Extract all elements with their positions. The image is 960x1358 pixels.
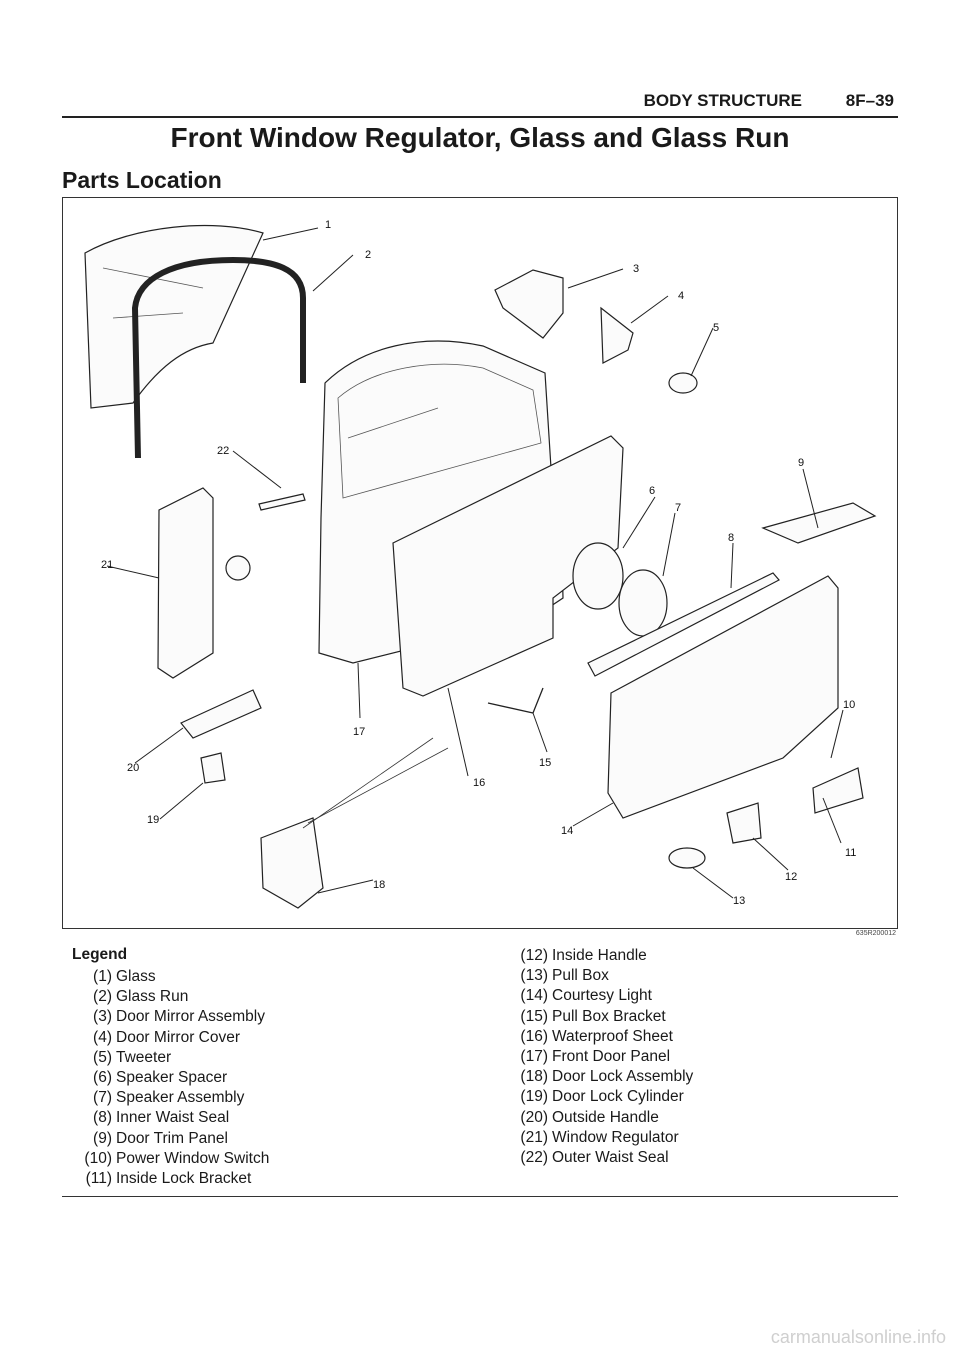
legend-item: (14)Courtesy Light	[520, 987, 652, 1005]
legend-item: (12)Inside Handle	[520, 947, 647, 964]
legend-left-column: (1)Glass (2)Glass Run (3)Door Mirror Ass…	[62, 967, 270, 1189]
diagram-canvas: 1 2 3 4 5 6 7 8 9 10 11 12 13 14 15 16 1…	[84, 219, 877, 909]
callout-9: 9	[798, 457, 804, 469]
callout-20: 20	[127, 762, 139, 774]
legend-item: (15)Pull Box Bracket	[520, 1007, 666, 1025]
page-number: 8F–39	[845, 91, 894, 110]
window-regulator-part	[157, 487, 214, 679]
door-lock-part	[260, 817, 324, 909]
callout-21: 21	[101, 559, 113, 571]
inside-lock-bracket-part	[812, 767, 864, 814]
page-header: BODY STRUCTURE 8F–39	[62, 88, 898, 118]
legend-item: (7)Speaker Assembly	[93, 1089, 245, 1107]
callout-13: 13	[733, 895, 745, 907]
legend-item: (19)Door Lock Cylinder	[520, 1088, 684, 1106]
legend-item: (22)Outer Waist Seal	[520, 1148, 669, 1166]
outer-waist-seal-part	[258, 493, 306, 511]
legend-item: (16)Waterproof Sheet	[520, 1027, 673, 1045]
legend-item: (17)Front Door Panel	[520, 1047, 671, 1065]
callout-10: 10	[843, 699, 855, 711]
callout-19: 19	[147, 814, 159, 826]
door-lock-cylinder-part	[200, 752, 226, 784]
callout-4: 4	[678, 290, 684, 302]
waterproof-sheet-part	[392, 435, 624, 697]
callout-1: 1	[325, 219, 331, 231]
legend-item: (11)Inside Lock Bracket	[85, 1169, 252, 1187]
callout-11: 11	[845, 847, 856, 859]
legend-item: (2)Glass Run	[93, 988, 189, 1006]
legend-item: (4)Door Mirror Cover	[93, 1028, 241, 1046]
page-title: Front Window Regulator, Glass and Glass …	[170, 122, 790, 153]
callout-12: 12	[785, 871, 797, 883]
legend-title: Legend	[72, 946, 128, 963]
section-subtitle: Parts Location	[62, 167, 222, 193]
legend-item: (9)Door Trim Panel	[93, 1129, 228, 1147]
callout-18: 18	[373, 879, 385, 891]
legend-item: (8)Inner Waist Seal	[93, 1109, 230, 1127]
legend-item: (1)Glass	[93, 968, 156, 985]
legend-item: (10)Power Window Switch	[84, 1149, 270, 1167]
callout-8: 8	[728, 532, 734, 544]
legend-right-column: (12)Inside Handle (13)Pull Box (14)Court…	[498, 946, 694, 1168]
callout-6: 6	[649, 485, 655, 497]
legend-item: (18)Door Lock Assembly	[520, 1068, 694, 1086]
glass-run-part	[131, 256, 306, 459]
glass-part	[84, 224, 264, 409]
door-trim-part	[761, 502, 877, 544]
exploded-parts-diagram: 1 2 3 4 5 6 7 8 9 10 11 12 13 14 15 16 1…	[62, 197, 898, 929]
callout-5: 5	[713, 322, 719, 334]
door-mirror-part	[494, 269, 564, 339]
tweeter-part	[668, 372, 698, 394]
footer-divider	[62, 1196, 898, 1197]
callout-2: 2	[365, 249, 371, 261]
callout-15: 15	[539, 757, 551, 769]
legend-item: (21)Window Regulator	[520, 1128, 679, 1146]
speaker-assembly-part	[618, 569, 668, 637]
pull-box-part	[668, 847, 706, 869]
legend-item: (6)Speaker Spacer	[93, 1068, 228, 1086]
pull-box-bracket-part	[487, 687, 544, 714]
inside-handle-part	[726, 802, 762, 844]
inner-waist-seal-part	[587, 572, 780, 677]
legend-item: (5)Tweeter	[93, 1048, 172, 1066]
power-window-switch-part	[607, 575, 839, 819]
callout-17: 17	[353, 726, 365, 738]
legend-item: (20)Outside Handle	[520, 1108, 659, 1126]
callout-3: 3	[633, 263, 639, 275]
legend-item: (13)Pull Box	[520, 967, 609, 985]
callout-22: 22	[217, 445, 229, 457]
outside-handle-part	[180, 689, 262, 739]
callout-14: 14	[561, 825, 573, 837]
watermark: carmanualsonline.info	[770, 1327, 946, 1347]
section-title: BODY STRUCTURE	[643, 91, 802, 110]
door-mirror-cover-part	[600, 306, 634, 364]
legend-item: (3)Door Mirror Assembly	[93, 1008, 265, 1026]
speaker-spacer-part	[572, 542, 624, 610]
callout-7: 7	[675, 502, 681, 514]
figure-id: 635R200012	[855, 930, 896, 937]
callout-16: 16	[473, 777, 485, 789]
